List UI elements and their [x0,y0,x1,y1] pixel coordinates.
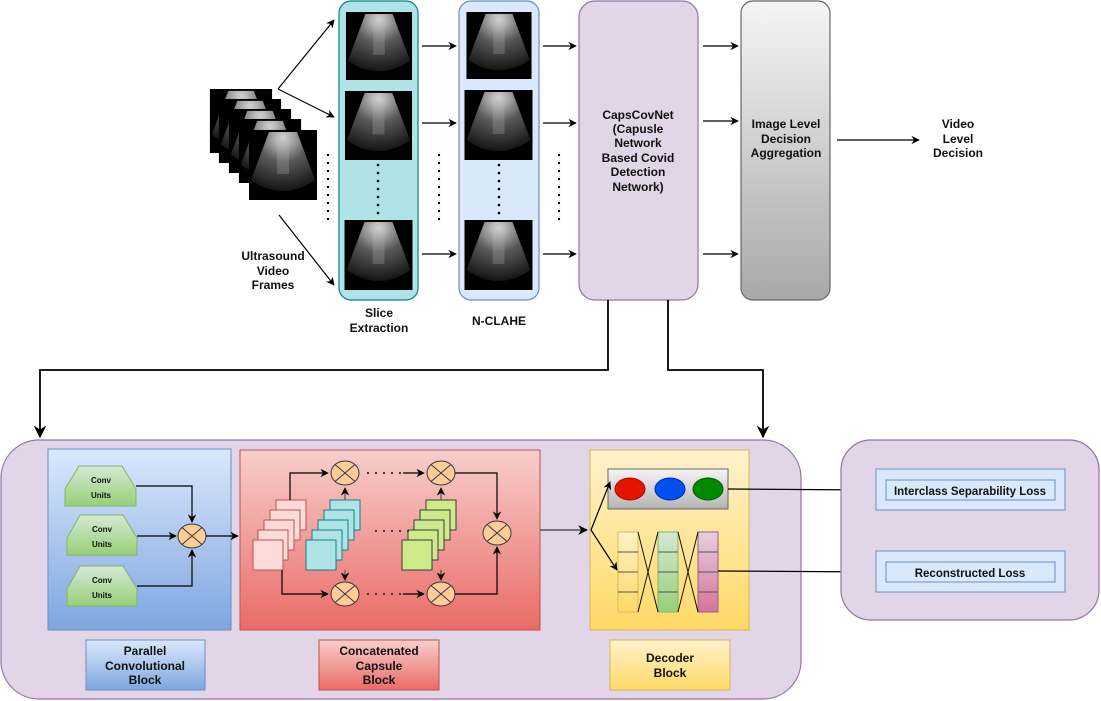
svg-text:Network): Network) [612,180,663,194]
svg-text:Block: Block [654,666,687,680]
svg-text:Conv: Conv [92,525,113,534]
conv-connector [136,485,197,523]
losses-container [840,439,1100,621]
ultrasound-frames-stack [209,89,317,200]
svg-text:Decoder: Decoder [646,651,694,665]
svg-text:Capsule: Capsule [356,659,403,673]
capsule-connector [281,570,329,599]
svg-text:Video: Video [942,117,974,131]
svg-text:Units: Units [91,491,112,500]
capsule-stack-input [252,499,307,571]
svg-text:CapsCovNet: CapsCovNet [602,108,673,122]
fanout-arrow [277,19,335,90]
multiply-node-icon [330,581,360,607]
svg-text:Ultrasound: Ultrasound [241,249,304,263]
conv-unit: Conv Units [66,565,138,607]
capsule-connector [289,468,329,500]
class-capsule-red [614,477,646,501]
svg-text:Reconstructed Loss: Reconstructed Loss [915,568,1026,580]
svg-text:Frames: Frames [252,278,295,292]
svg-text:Conv: Conv [92,576,113,585]
decoder-block-caption: Decoder Block [609,639,731,691]
class-capsule-green [692,477,724,501]
capsule-stack-final [401,499,457,571]
reconstructed-loss: Reconstructed Loss [875,550,1066,593]
reconstruction-layers [617,531,719,613]
svg-text:Block: Block [129,673,162,687]
svg-text:Parallel: Parallel [124,644,167,658]
decoder-split-arrow [590,481,612,531]
svg-text:Slice: Slice [365,306,393,320]
svg-text:Interclass Separability Loss: Interclass Separability Loss [894,486,1046,498]
svg-text:Extraction: Extraction [350,321,409,335]
svg-text:Decision: Decision [761,132,811,146]
class-capsule-blue [654,477,686,501]
connector-to-decoder [667,300,770,439]
svg-text:Video: Video [257,264,289,278]
connector-to-encoder [33,300,609,439]
svg-text:Conv: Conv [91,476,112,485]
fanout-arrow [278,214,335,286]
ellipsis-dots [326,153,330,221]
nclahe-label: N-CLAHE [472,314,526,328]
multiply-node-icon [482,520,512,546]
svg-text:Network: Network [614,136,662,150]
capsule-connector [455,472,502,520]
image-level-aggregation-block: Image Level Decision Aggregation [740,0,831,301]
capscovnet-block: CapsCovNet (Capusle Network Based Covid … [578,0,699,301]
capsule-stack-primary [305,499,361,571]
conv-unit: Conv Units [64,465,137,507]
slice-extraction-block [338,0,419,301]
svg-text:Level: Level [943,132,974,146]
video-level-decision-label: Video Level Decision [933,117,983,160]
fanout-arrow [277,88,335,118]
conv-connector [137,549,197,587]
svg-text:Units: Units [92,540,113,549]
class-capsules-box [607,468,729,510]
nclahe-block [458,0,540,301]
svg-text:Concatenated: Concatenated [339,644,418,658]
multiply-node-icon [177,523,207,549]
ellipsis-dots [557,153,561,221]
svg-text:Based Covid: Based Covid [602,151,675,165]
svg-text:Detection: Detection [611,165,666,179]
decoder-split-arrow [590,529,618,571]
capsule-block-caption: Concatenated Capsule Block [318,639,440,691]
ellipsis-dots [437,153,441,221]
svg-text:Block: Block [363,673,396,687]
svg-text:Decision: Decision [933,146,983,160]
capsule-connector [455,546,502,595]
conv-unit: Conv Units [66,514,138,556]
multiply-node-icon [426,460,456,486]
ellipsis-dots [366,471,410,596]
svg-text:Image Level: Image Level [752,117,821,131]
parallel-conv-caption: Parallel Convolutional Block [85,639,206,691]
svg-text:Convolutional: Convolutional [105,659,185,673]
svg-text:Aggregation: Aggregation [751,146,822,160]
ultrasound-frames-label: Ultrasound Video Frames [241,249,304,292]
multiply-node-icon [426,581,456,607]
interclass-separability-loss: Interclass Separability Loss [875,468,1066,511]
svg-text:Units: Units [92,591,113,600]
multiply-node-icon [330,460,360,486]
svg-text:(Capusle: (Capusle [613,122,664,136]
slice-extraction-label: Slice Extraction [350,306,409,335]
